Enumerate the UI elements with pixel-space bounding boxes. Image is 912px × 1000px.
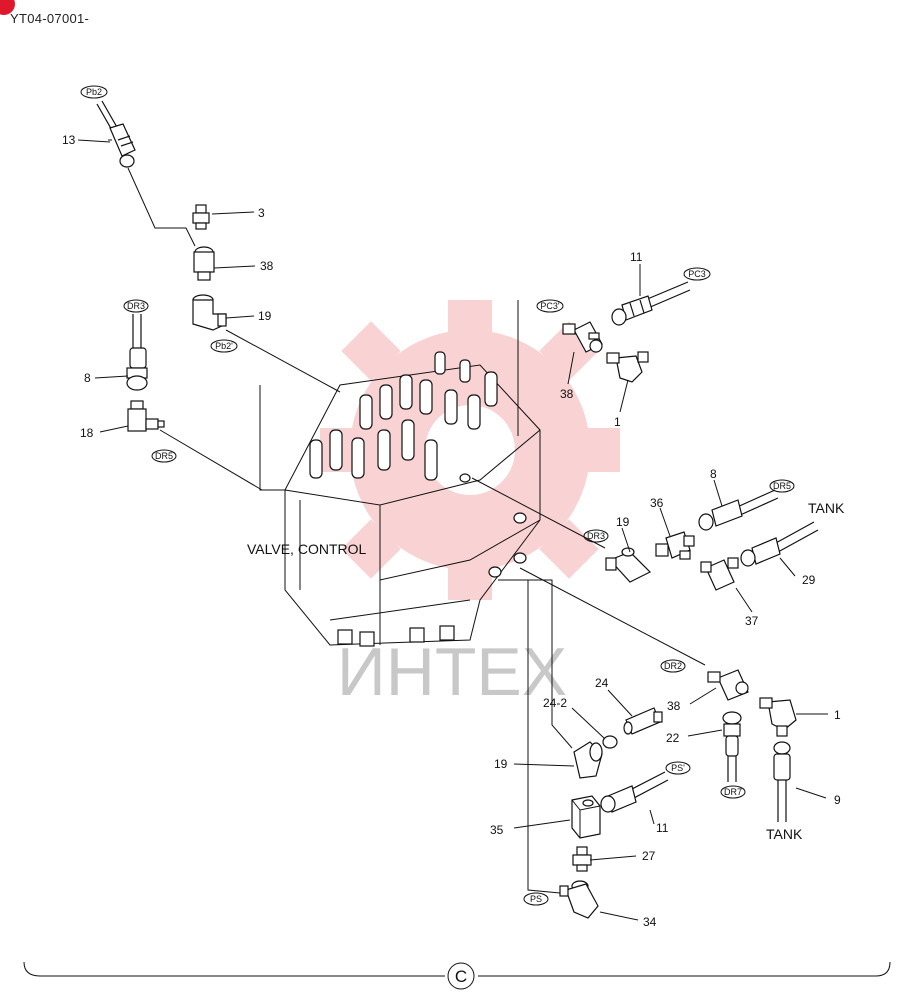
port-dr7: DR7 <box>720 785 746 799</box>
callout-38a: 38 <box>260 259 274 273</box>
part-1-elbow-low <box>759 697 797 737</box>
section-symbol: C <box>455 967 467 986</box>
svg-text:PS: PS <box>530 894 542 904</box>
port-ps-mid: PS' <box>665 761 691 775</box>
svg-text:DR3: DR3 <box>587 531 605 541</box>
watermark-text: ИНТЕХ <box>337 634 567 710</box>
port-dr3-mid: DR3 <box>583 529 609 543</box>
callout-19c: 19 <box>494 757 508 771</box>
valve-title: VALVE, CONTROL <box>247 541 367 557</box>
connection-lines <box>108 139 706 894</box>
svg-text:DR3: DR3 <box>127 301 145 311</box>
svg-text:Pb2': Pb2' <box>215 341 233 351</box>
tank-label-bottom: TANK <box>766 826 803 842</box>
part-22-hose-dr7 <box>722 711 742 782</box>
part-18-fitting <box>127 400 165 432</box>
part-38-connector-top <box>193 246 215 281</box>
callout-8a: 8 <box>84 371 91 385</box>
part-19-elbow-mid <box>605 547 652 583</box>
footer-bracket: C <box>23 961 891 990</box>
part-19-elbow-low <box>573 741 603 779</box>
port-dr5-left: DR5 <box>151 449 177 463</box>
svg-text:DR5: DR5 <box>155 451 173 461</box>
callout-3: 3 <box>258 206 265 220</box>
part-24-2-o-ring <box>602 735 618 749</box>
svg-text:PS': PS' <box>671 763 685 773</box>
part-1-elbow-top <box>606 351 649 383</box>
part-8-hose-right <box>698 489 779 531</box>
callout-19b: 19 <box>616 515 630 529</box>
callout-13: 13 <box>62 133 76 147</box>
callout-11a: 11 <box>630 250 643 264</box>
part-11-hose-top <box>611 281 691 326</box>
callout-9: 9 <box>834 793 841 807</box>
callout-18: 18 <box>80 426 94 440</box>
tank-label-right: TANK <box>808 500 845 516</box>
part-38-connector-low <box>707 669 749 701</box>
part-27-nipple <box>572 846 592 872</box>
callout-24: 24 <box>595 676 609 690</box>
part-35-block <box>571 795 601 839</box>
part-36-fitting <box>655 531 695 560</box>
port-ps-bot: PS <box>523 892 549 906</box>
callout-38b: 38 <box>560 387 574 401</box>
part-9-hose-tank <box>773 741 791 822</box>
svg-text:DR2: DR2 <box>664 661 682 671</box>
port-pb2-mid: Pb2' <box>210 339 238 353</box>
document-code: YT04-07001- <box>10 11 90 26</box>
part-11-hose-ps <box>600 771 669 813</box>
svg-text:PC3': PC3' <box>540 301 560 311</box>
part-29-hose-tank <box>740 521 819 567</box>
port-pc3-mid: PC3' <box>536 299 564 313</box>
part-8-hose-left <box>126 314 148 391</box>
port-pb2-top: Pb2 <box>80 85 108 99</box>
part-34-connector <box>559 880 599 919</box>
callout-1a: 1 <box>614 415 621 429</box>
callout-22: 22 <box>666 731 680 745</box>
callout-19a: 19 <box>258 309 272 323</box>
callout-27: 27 <box>642 849 656 863</box>
control-valve-body <box>284 351 541 647</box>
svg-text:Pb2: Pb2 <box>86 87 102 97</box>
callout-11b: 11 <box>656 821 669 835</box>
port-dr5-right: DR5 <box>769 479 795 493</box>
svg-text:DR7: DR7 <box>724 787 742 797</box>
callout-8b: 8 <box>710 467 717 481</box>
svg-text:DR5: DR5 <box>773 481 791 491</box>
port-dr2: DR2 <box>660 659 686 673</box>
port-dr3-left: DR3 <box>123 299 149 313</box>
callout-38c: 38 <box>667 699 681 713</box>
port-labels: Pb2 Pb2' DR3 DR5 PC3 PC3' DR3 DR5 DR2 DR… <box>80 85 795 906</box>
port-pc3-top: PC3 <box>683 267 711 281</box>
callout-37: 37 <box>745 614 759 628</box>
callout-leaders <box>77 139 828 921</box>
part-3-nipple <box>192 204 210 230</box>
part-24-sensor <box>623 707 663 735</box>
svg-text:PC3: PC3 <box>688 269 706 279</box>
part-37-elbow <box>700 557 739 591</box>
callout-36: 36 <box>650 496 664 510</box>
callout-29: 29 <box>802 573 816 587</box>
callout-35: 35 <box>490 823 504 837</box>
corner-mark <box>0 0 15 15</box>
callout-24-2: 24-2 <box>543 696 567 710</box>
part-38-connector-mid <box>562 321 603 353</box>
part-19-elbow-top <box>192 294 227 331</box>
callout-34: 34 <box>643 915 657 929</box>
callout-1b: 1 <box>834 708 841 722</box>
part-13-hose <box>96 100 136 168</box>
callout-numbers: 13 3 38 19 8 18 11 38 1 19 36 8 37 29 24… <box>62 133 845 929</box>
